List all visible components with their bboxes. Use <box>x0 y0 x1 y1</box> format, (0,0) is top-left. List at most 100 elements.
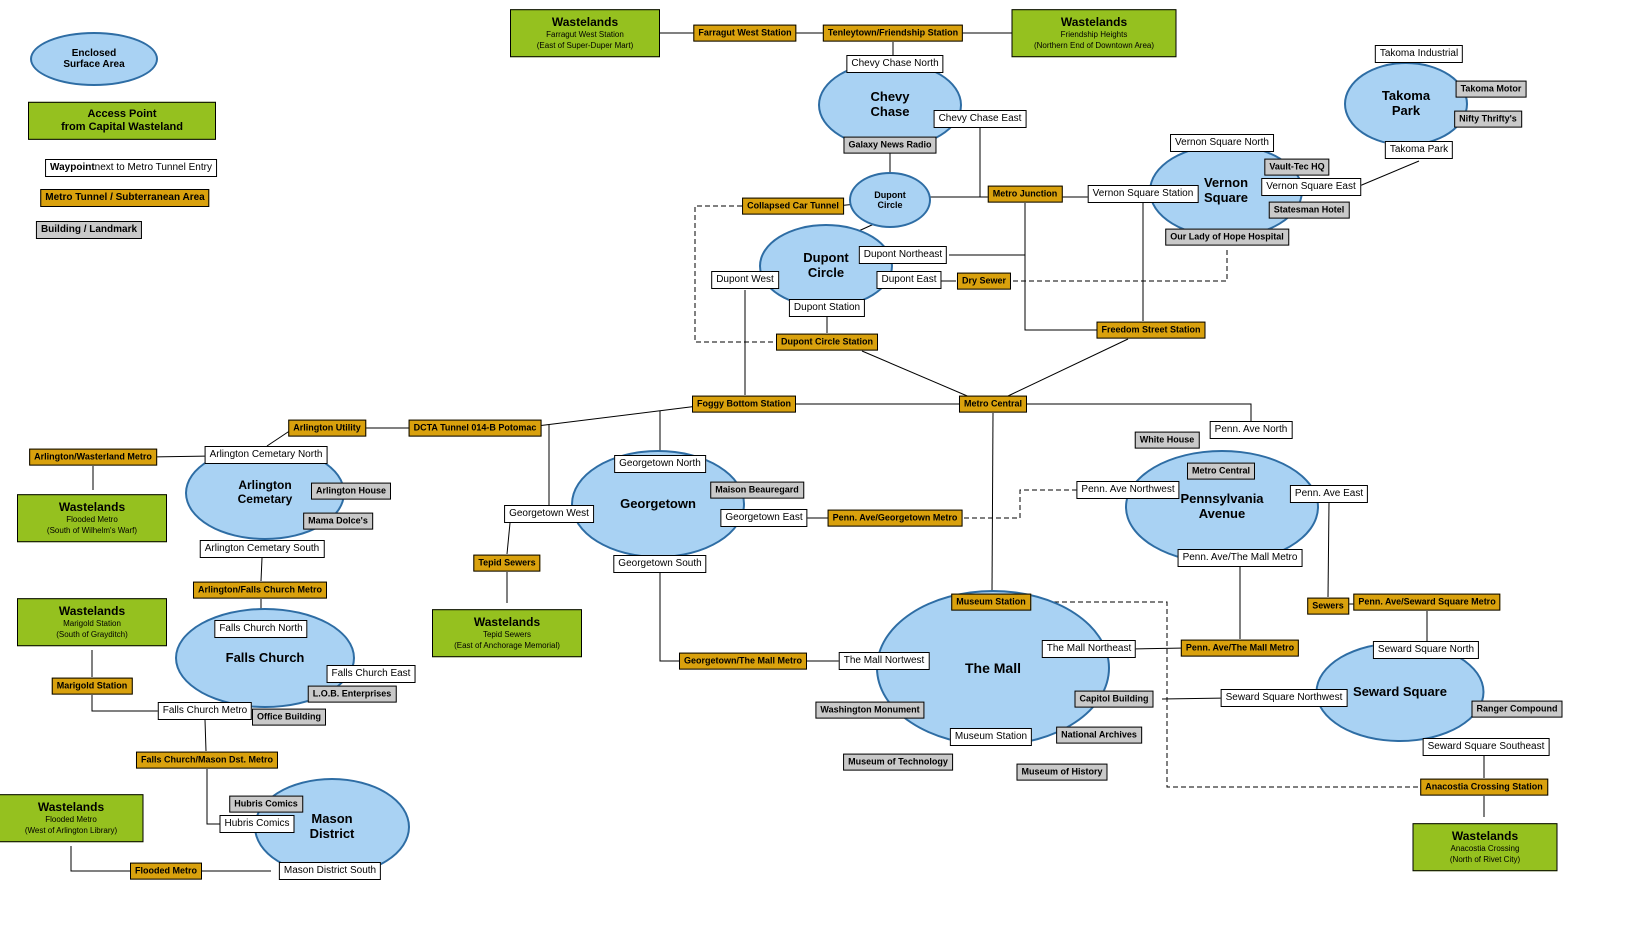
metro-central-tunnel: Metro Central <box>958 395 1028 413</box>
building-ranger-compound: Ranger Compound <box>1471 700 1563 718</box>
area-falls-church-line-0: Falls Church <box>225 649 305 665</box>
edge-52 <box>1013 247 1228 282</box>
metro-flooded-metro-label: Flooded Metro <box>135 865 197 876</box>
area-arlington-cemetary-line-0: Arlington <box>238 478 292 493</box>
metro-dupont-circle-station: Dupont Circle Station <box>776 333 878 351</box>
metro-dry-sewer-label: Dry Sewer <box>961 275 1007 286</box>
metro-marigold-station-label: Marigold Station <box>56 680 128 691</box>
edge-21 <box>260 557 263 582</box>
edge-13 <box>861 350 973 399</box>
access-farragut-west-line-2: (East of Super-Duper Mart) <box>536 41 634 51</box>
waypoint-dupont-northeast-label: Dupont Northeast <box>863 249 943 260</box>
waypoint-the-mall-nortwest: The Mall Nortwest <box>838 652 930 670</box>
edge-53 <box>957 489 1085 519</box>
area-mason-district-line-0: Mason <box>311 811 353 827</box>
edge-39 <box>1024 403 1252 421</box>
waypoint-vernon-square-station: Vernon Square Station <box>1087 185 1199 203</box>
edge-30 <box>506 522 511 555</box>
building-museum-of-technology: Museum of Technology <box>843 753 953 771</box>
access-friendship-heights-line-2: (Northern End of Downtown Area) <box>1033 41 1155 51</box>
waypoint-seward-square-north: Seward Square North <box>1372 641 1480 659</box>
building-white-house: White House <box>1134 431 1200 449</box>
access-anacostia-crossing-line-2: (North of Rivet City) <box>1449 855 1521 865</box>
building-white-house-label: White House <box>1139 434 1195 445</box>
edge-44 <box>1327 502 1330 598</box>
waypoint-hubris-comics-label: Hubris Comics <box>224 818 290 829</box>
waypoint-georgetown-south-label: Georgetown South <box>618 558 702 569</box>
edge-25 <box>204 719 207 752</box>
waypoint-museum-station: Museum Station <box>949 728 1033 746</box>
waypoint-dupont-northeast: Dupont Northeast <box>858 246 948 264</box>
building-hubris-comics: Hubris Comics <box>229 795 303 813</box>
metro-falls-church-mason-dst-label: Falls Church/Mason Dst. Metro <box>140 754 274 765</box>
building-maison-beauregard-label: Maison Beauregard <box>715 484 799 495</box>
area-dupont-circle-line-0: Dupont <box>803 250 849 266</box>
metro-sewers: Sewers <box>1307 597 1349 615</box>
waypoint-hubris-comics: Hubris Comics <box>219 815 295 833</box>
area-dupont-circle-line-1: Circle <box>807 265 845 280</box>
access-farragut-west-line-1: Farragut West Station <box>546 30 624 40</box>
metro-penn-ave-the-mall: Penn. Ave/The Mall Metro <box>1180 639 1300 657</box>
area-dupont-circle-small-line-0: Dupont <box>874 189 906 200</box>
building-mama-dolces-label: Mama Dolce's <box>308 515 368 526</box>
waypoint-vernon-square-station-label: Vernon Square Station <box>1092 188 1194 199</box>
waypoint-falls-church-north: Falls Church North <box>214 620 308 638</box>
area-the-mall-line-0: The Mall <box>964 659 1021 676</box>
building-mama-dolces: Mama Dolce's <box>303 512 373 530</box>
waypoint-takoma-park-label: Takoma Park <box>1389 144 1449 155</box>
edge-47 <box>1161 697 1230 700</box>
access-flooded-metro-arlington-line-0: Wastelands <box>37 800 105 815</box>
building-metro-central: Metro Central <box>1186 462 1256 480</box>
waypoint-vernon-square-north: Vernon Square North <box>1170 134 1274 152</box>
building-metro-central-label: Metro Central <box>1191 465 1251 476</box>
building-arlington-house: Arlington House <box>311 482 391 500</box>
area-seward-square-line-0: Seward Square <box>1353 683 1447 699</box>
building-museum-of-history: Museum of History <box>1016 763 1108 781</box>
building-takoma-motor: Takoma Motor <box>1455 80 1527 98</box>
access-friendship-heights-line-0: Wastelands <box>1060 15 1128 30</box>
waypoint-arlington-cemetary-north-label: Arlington Cemetary North <box>209 449 323 460</box>
access-flooded-metro-wilhelms-line-1: Flooded Metro <box>66 515 118 525</box>
legend-access-point-line-1: from Capital Wasteland <box>61 121 183 133</box>
metro-arlington-falls-church: Arlington/Falls Church Metro <box>192 581 328 599</box>
waypoint-penn-ave-northwest: Penn. Ave Northwest <box>1076 481 1180 499</box>
waypoint-penn-ave-east-label: Penn. Ave East <box>1294 488 1364 499</box>
waypoint-falls-church-metro-label: Falls Church Metro <box>162 705 248 716</box>
metro-penn-ave-seward-square-label: Penn. Ave/Seward Square Metro <box>1358 596 1496 607</box>
area-vernon-square-line-1: Square <box>1203 190 1249 205</box>
waypoint-penn-ave-northwest-label: Penn. Ave Northwest <box>1081 484 1175 495</box>
building-washington-monument-label: Washington Monument <box>820 704 920 715</box>
waypoint-georgetown-west: Georgetown West <box>504 505 594 523</box>
metro-dupont-circle-station-label: Dupont Circle Station <box>781 336 873 347</box>
metro-flooded-metro: Flooded Metro <box>130 862 202 880</box>
access-anacostia-crossing-line-0: Wastelands <box>1451 829 1519 844</box>
metro-penn-ave-the-mall-label: Penn. Ave/The Mall Metro <box>1185 642 1295 653</box>
metro-marigold-station: Marigold Station <box>51 677 133 695</box>
waypoint-dupont-station: Dupont Station <box>788 299 866 317</box>
area-georgetown-line-0: Georgetown <box>620 495 696 511</box>
waypoint-museum-station-label: Museum Station <box>954 731 1028 742</box>
area-takoma-park-line-1: Park <box>1391 103 1421 118</box>
metro-dry-sewer: Dry Sewer <box>956 272 1012 290</box>
building-galaxy-news-radio-label: Galaxy News Radio <box>848 139 932 150</box>
metro-anacostia-crossing-station: Anacostia Crossing Station <box>1420 778 1548 796</box>
metro-arlington-falls-church-label: Arlington/Falls Church Metro <box>197 584 323 595</box>
building-statesman-hotel: Statesman Hotel <box>1268 201 1350 219</box>
building-office-building-label: Office Building <box>257 711 321 722</box>
access-farragut-west-line-0: Wastelands <box>551 15 619 30</box>
building-takoma-motor-label: Takoma Motor <box>1460 83 1522 94</box>
waypoint-georgetown-south: Georgetown South <box>613 555 707 573</box>
waypoint-penn-ave-east: Penn. Ave East <box>1289 485 1369 503</box>
metro-arlington-wasterland-label: Arlington/Wasterland Metro <box>34 451 152 462</box>
access-marigold-station-line-0: Wastelands <box>58 604 126 619</box>
metro-freedom-street-station: Freedom Street Station <box>1096 321 1206 339</box>
legend-enclosed-surface-area-line-1: Surface Area <box>63 59 125 70</box>
metro-arlington-utility: Arlington Utility <box>288 419 366 437</box>
legend-waypoint: Waypointnext to Metro Tunnel Entry <box>45 159 217 177</box>
